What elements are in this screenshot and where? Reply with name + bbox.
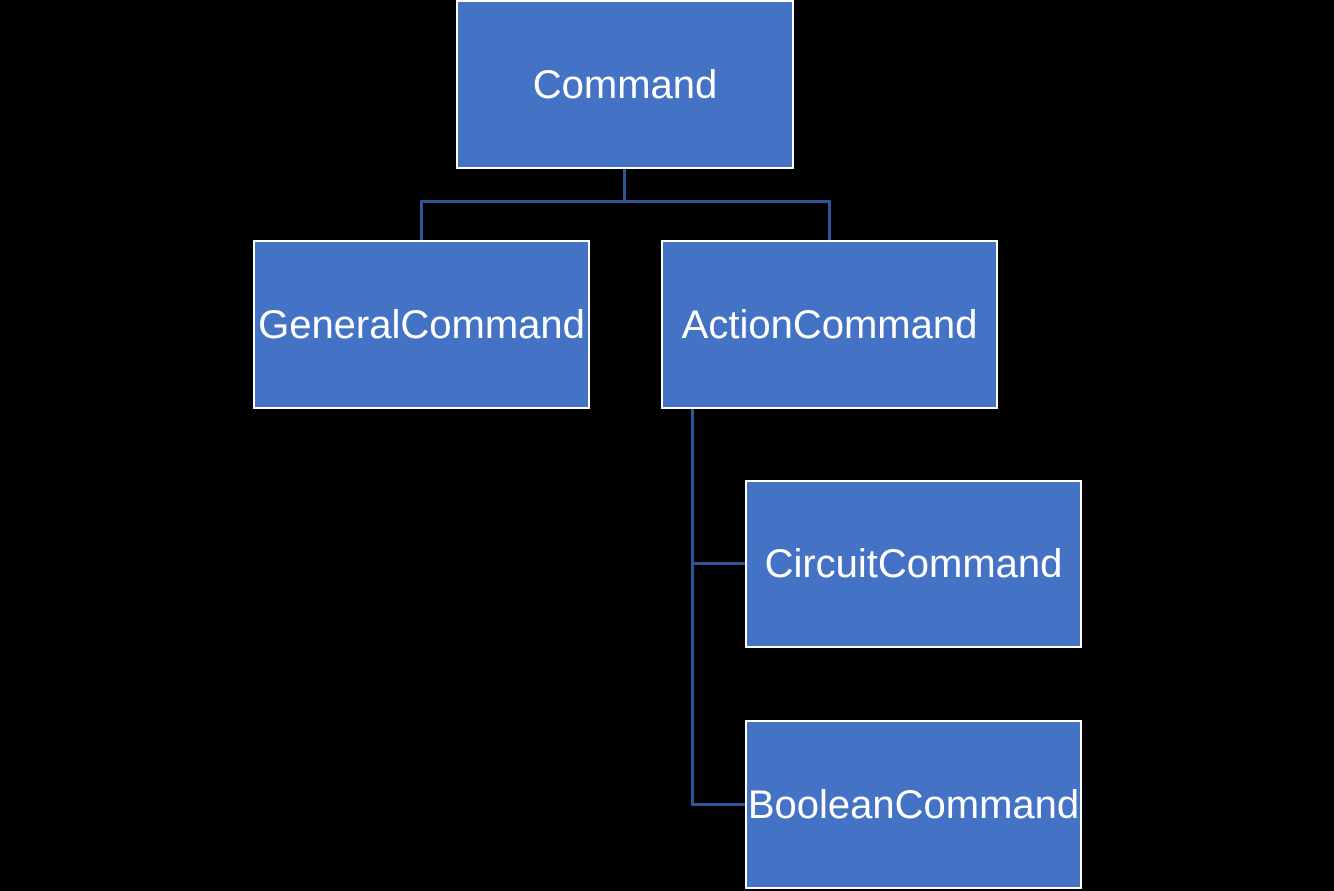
node-general-command: GeneralCommand [253,240,590,409]
connector-booleancommand-stub [691,803,745,806]
node-action-command-label: ActionCommand [681,302,978,347]
connector-generalcommand-drop [420,200,423,240]
connector-circuitcommand-stub [691,562,745,565]
node-command-label: Command [532,62,718,107]
connector-horizontal-bar [420,200,831,203]
node-general-command-label: GeneralCommand [258,302,585,347]
node-circuit-command-label: CircuitCommand [764,542,1063,586]
node-boolean-command-label: BooleanCommand [747,782,1080,827]
connector-command-stem [623,169,626,202]
node-boolean-command: BooleanCommand [745,720,1082,889]
node-action-command: ActionCommand [661,240,998,409]
node-command: Command [456,0,794,169]
connector-actioncommand-stem [691,409,694,806]
connector-actioncommand-drop [828,200,831,240]
node-circuit-command: CircuitCommand [745,480,1082,648]
